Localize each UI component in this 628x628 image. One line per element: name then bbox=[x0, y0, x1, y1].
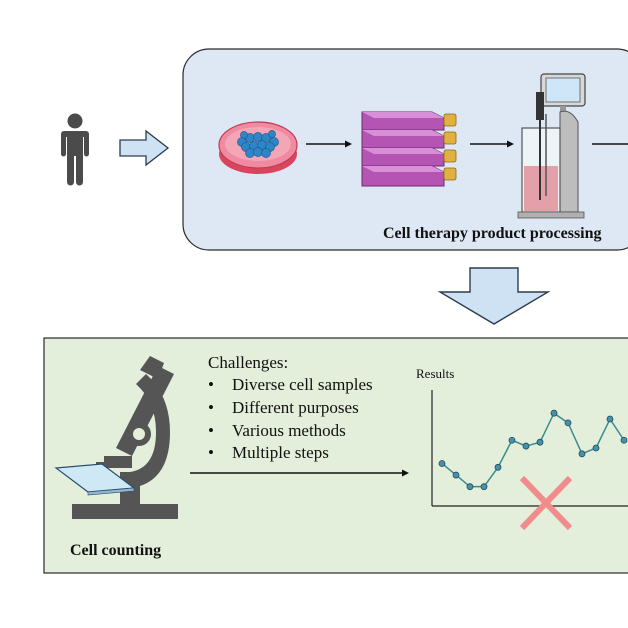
data-point bbox=[606, 415, 614, 423]
data-point bbox=[592, 444, 600, 452]
right-arrow-icon bbox=[119, 129, 170, 167]
results-chart: Results bbox=[416, 366, 628, 531]
process-arrow bbox=[306, 140, 352, 148]
bioreactor-icon bbox=[517, 73, 586, 219]
challenges-title: Challenges: bbox=[208, 353, 288, 372]
data-point bbox=[564, 419, 572, 427]
culture-flask-stack-icon bbox=[361, 111, 457, 187]
challenge-item: Different purposes bbox=[232, 398, 359, 417]
bullet-marker: • bbox=[208, 421, 214, 440]
data-point bbox=[494, 463, 502, 471]
series-points bbox=[438, 409, 628, 491]
down-arrow-icon bbox=[437, 267, 551, 325]
person-icon bbox=[61, 113, 89, 186]
challenge-item: Multiple steps bbox=[232, 443, 329, 462]
data-point bbox=[452, 471, 460, 479]
data-point bbox=[438, 460, 446, 467]
chart-title: Results bbox=[416, 366, 454, 381]
cell-cluster bbox=[237, 130, 279, 158]
data-point bbox=[480, 483, 488, 491]
data-point bbox=[578, 450, 586, 458]
data-point bbox=[620, 436, 628, 444]
bullet-marker: • bbox=[208, 398, 214, 417]
bullet-marker: • bbox=[208, 443, 214, 462]
processing-caption: Cell therapy product processing bbox=[383, 225, 602, 242]
challenge-item: Diverse cell samples bbox=[232, 375, 373, 394]
bullet-marker: • bbox=[208, 375, 214, 394]
data-point bbox=[466, 483, 474, 491]
data-point bbox=[522, 442, 530, 450]
data-point bbox=[550, 409, 558, 417]
data-point bbox=[536, 438, 544, 446]
process-arrow bbox=[470, 140, 514, 148]
process-arrow bbox=[190, 469, 409, 477]
red-x-icon bbox=[519, 475, 573, 531]
microscope-icon bbox=[72, 356, 178, 519]
counting-caption: Cell counting bbox=[70, 542, 161, 559]
data-point bbox=[508, 436, 516, 444]
challenges-list: Challenges: • Diverse cell samples • Dif… bbox=[208, 353, 373, 462]
counting-panel bbox=[43, 337, 628, 574]
microscope-slide-icon bbox=[54, 463, 136, 496]
challenge-item: Various methods bbox=[232, 421, 346, 440]
petri-dish-icon bbox=[218, 121, 298, 174]
